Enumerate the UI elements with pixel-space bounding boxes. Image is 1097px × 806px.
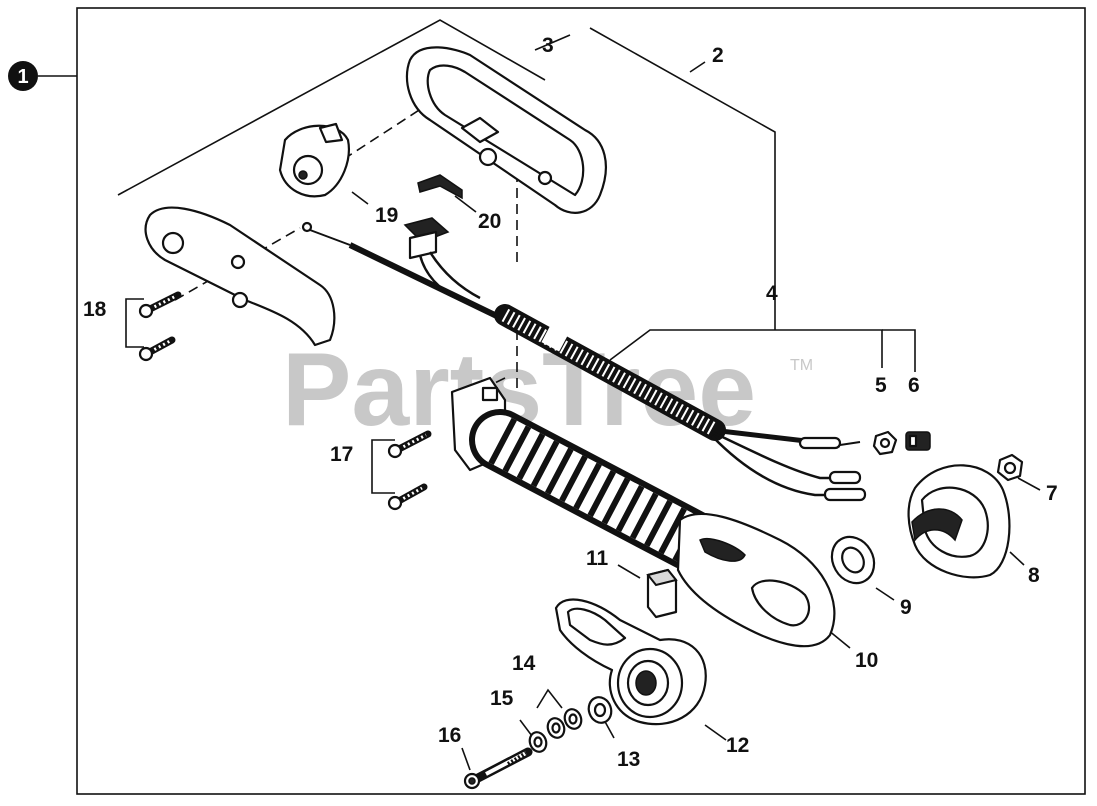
lower-grip[interactable] (554, 598, 707, 726)
part-label-13[interactable]: 13 (617, 748, 640, 771)
stop-switch[interactable] (403, 217, 506, 322)
grip-screw-upper[interactable] (387, 430, 432, 459)
part-label-2[interactable]: 2 (712, 44, 724, 67)
washer-14b[interactable] (545, 716, 567, 740)
grip-handle[interactable] (469, 409, 836, 648)
part-label-20[interactable]: 20 (478, 210, 501, 233)
washer-14a[interactable] (562, 707, 584, 731)
handle-washer[interactable] (824, 529, 883, 591)
lower-handle-housing[interactable] (144, 206, 336, 347)
part-label-7[interactable]: 7 (1046, 482, 1058, 505)
watermark-trademark: TM (790, 357, 813, 374)
lever-spring[interactable] (417, 174, 463, 200)
washer-13[interactable] (585, 694, 615, 726)
trigger-block[interactable] (646, 568, 678, 619)
part-label-15[interactable]: 15 (490, 687, 514, 710)
upper-handle-housing[interactable] (405, 46, 607, 214)
throttle-lever[interactable] (278, 122, 350, 198)
washer-15[interactable] (527, 730, 549, 754)
part-label-3[interactable]: 3 (542, 34, 554, 57)
handle-end-cap[interactable] (907, 464, 1011, 579)
handle-bolt[interactable] (463, 747, 533, 790)
part-label-16[interactable]: 16 (438, 724, 461, 747)
cable-adjuster[interactable] (905, 431, 931, 451)
part-label-8[interactable]: 8 (1028, 564, 1040, 587)
part-label-10[interactable]: 10 (855, 649, 878, 672)
handle-screw-lower[interactable] (138, 336, 176, 362)
part-label-18[interactable]: 18 (83, 298, 107, 321)
part-label-5[interactable]: 5 (875, 374, 887, 397)
cable-nut[interactable] (872, 430, 898, 456)
cable-sleeve[interactable] (494, 304, 726, 441)
part-label-9[interactable]: 9 (900, 596, 912, 619)
svg-text:1: 1 (17, 66, 28, 88)
part-label-4[interactable]: 4 (766, 282, 778, 305)
handle-screw-upper[interactable] (138, 291, 182, 319)
part-label-11[interactable]: 11 (586, 547, 609, 570)
wire-leads[interactable] (711, 430, 867, 502)
part-label-17[interactable]: 17 (330, 443, 353, 466)
part-label-14[interactable]: 14 (512, 652, 536, 675)
part-label-12[interactable]: 12 (726, 734, 749, 757)
grip-screw-lower[interactable] (387, 483, 428, 511)
part-label-19[interactable]: 19 (375, 204, 398, 227)
diagram-frame (76, 7, 1086, 795)
part-label-6[interactable]: 6 (908, 374, 920, 397)
mounting-nut[interactable] (996, 453, 1024, 482)
leader-lines (117, 19, 1041, 771)
assembly-marker[interactable]: 1 (8, 61, 77, 91)
part-number-labels: 2 3 4 5 6 7 8 9 10 11 12 13 14 15 16 17 … (83, 34, 1058, 771)
